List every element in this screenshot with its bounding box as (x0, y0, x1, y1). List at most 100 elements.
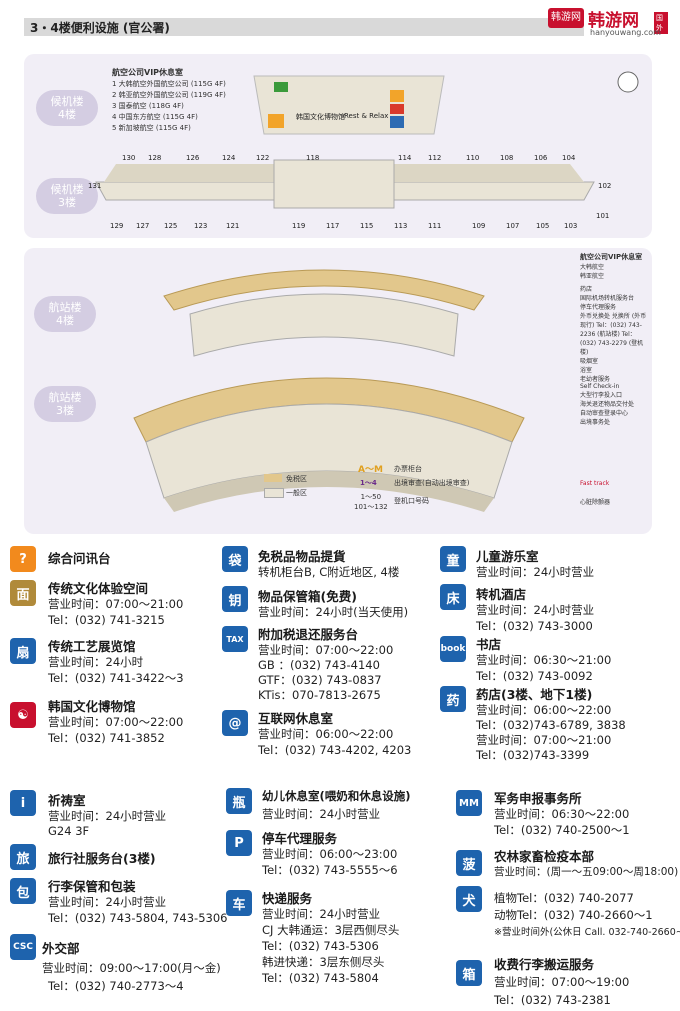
service-title: 物品保管箱(免费) (258, 589, 357, 604)
service-title: 幼儿休息室(喂奶和休息设施) (262, 789, 411, 803)
service-title: 韩国文化博物馆 (48, 699, 136, 714)
terminal-4f-inner (189, 293, 459, 357)
service-detail: Tel：(032) 743-3000 (476, 619, 593, 633)
concourse-map-panel: 候机楼 4楼 候机楼 3楼 航空公司VIP休息室 1 大韩航空外国航空公司 (1… (24, 54, 652, 238)
gate-number: 123 (194, 222, 208, 230)
terminal-legend-item: 药店 (580, 286, 593, 293)
service-detail: 营业时间：24小时营业 (48, 809, 167, 823)
gates-top-row: 130 128 126 124 122 118 114 112 110 108 … (122, 154, 582, 164)
service-detail: Tel：(032) 741-3215 (48, 613, 165, 627)
concourse-vip-item: 1 大韩航空外国航空公司 (115G 4F) (112, 80, 226, 88)
service-detail: 营业时间：24小时营业 (476, 603, 595, 617)
gate-number: 129 (110, 222, 124, 230)
vip-lounge-3 (390, 116, 404, 128)
service-title: 附加税退还服务台 (258, 627, 359, 642)
page-title: 3・4楼便利设施 (官公署) (30, 21, 170, 35)
concourse-floor-plan (95, 71, 639, 209)
vip-lounge-4 (390, 104, 404, 114)
service-detail: 动物Tel：(032) 740-2660～1 (494, 908, 653, 922)
service-detail: Tel：(032) 740-2773～4 (48, 979, 184, 993)
gate-number: 109 (472, 222, 486, 230)
tab-terminal-3f: 航站楼 3楼 (34, 386, 96, 422)
terminal-legend-item: 自动审查登录中心 (580, 410, 629, 417)
terminal-legend-item: 停车代理服务 (580, 304, 617, 311)
service-title: 书店 (476, 637, 502, 652)
service-detail: 营业时间：07:00～19:00 (494, 975, 630, 989)
service-title: 传统工艺展览馆 (48, 639, 136, 654)
baby-bottle-icon: 瓶 (226, 788, 252, 814)
service-title: 行李保管和包装 (48, 879, 136, 894)
service-title: 停车代理服务 (262, 831, 338, 846)
service-detail: Tel：(032) 743-4202, 4203 (258, 743, 412, 757)
general-swatch (264, 488, 284, 498)
service-detail: 营业时间：24小时营业 (476, 565, 595, 579)
service-title: 儿童游乐室 (476, 549, 539, 564)
terminal-legend-item: 大型行李投入口 (580, 392, 623, 399)
service-detail: Tel：(032) 741-3422～3 (48, 671, 184, 685)
gate-number: 125 (164, 222, 178, 230)
service-title: 快递服务 (262, 891, 313, 906)
service-title: 互联网休息室 (258, 711, 334, 726)
service-detail: Tel：(032)743-3399 (476, 748, 590, 762)
terminal-legend-item: 浴室 (580, 367, 593, 374)
service-title: 祈祷室 (48, 793, 86, 808)
service-title: 免税品物品提貨 (258, 549, 346, 564)
service-title: 旅行社服务台(3楼) (48, 851, 156, 866)
key-icon: 钥 (222, 586, 248, 612)
service-title: 农林家畜检疫本部 (494, 849, 595, 864)
terminal-legend-item: 老幼者服务 (580, 376, 611, 383)
service-detail: 营业时间：06:30～21:00 (476, 653, 612, 667)
service-detail: 营业时间：06:00～22:00 (258, 727, 394, 741)
craft-icon: 扇 (10, 638, 36, 664)
tab-concourse-3f: 候机楼 3楼 (36, 178, 98, 214)
duty-free-swatch (264, 474, 282, 482)
service-detail: 营业时间：07:00～22:00 (258, 643, 394, 657)
mask-icon: 面 (10, 580, 36, 606)
gate-number: 130 (122, 154, 136, 162)
porter-cart-icon: 箱 (456, 960, 482, 986)
gate-number: 128 (148, 154, 162, 162)
terminal-vip-item: 韩亚航空 (580, 273, 605, 280)
service-detail: G24 3F (48, 824, 90, 838)
defibrillator-label: 心脏除颤器 (580, 499, 611, 506)
vip-lounge-1 (268, 114, 284, 128)
service-detail: ※营业时间外(公休日 Call. 032-740-2660~1) (494, 927, 680, 938)
service-detail: Tel：(032) 743-5804, 743-5306 (48, 911, 228, 925)
service-title: 转机酒店 (476, 587, 527, 602)
military-mm-icon: MM (456, 790, 482, 816)
service-title: 药店(3楼、地下1楼) (476, 687, 593, 702)
parking-icon: P (226, 830, 252, 856)
service-detail: Tel：(032) 741-3852 (48, 731, 165, 745)
tab-terminal-4f: 航站楼 4楼 (34, 296, 96, 332)
duty-free-bag-icon: 袋 (222, 546, 248, 572)
dog-icon: 犬 (456, 886, 482, 912)
service-title: 传统文化体验空间 (48, 581, 149, 596)
pineapple-icon: 菠 (456, 850, 482, 876)
checkin-desc: 办票柜台 (394, 465, 422, 473)
gate-number: 102 (598, 182, 612, 190)
luggage-wrap-icon: 包 (10, 878, 36, 904)
gate-number: 103 (564, 222, 578, 230)
tab-concourse-4f: 候机楼 4楼 (36, 90, 98, 126)
gate-number: 113 (394, 222, 408, 230)
gate-number: 127 (136, 222, 150, 230)
terminal-legend-item: 国际机场转机服务台 (580, 295, 635, 302)
service-detail: KTis：070-7813-2675 (258, 688, 381, 702)
vip-lounge-2 (390, 90, 404, 102)
gate-number: 121 (226, 222, 240, 230)
gate-number: 117 (326, 222, 340, 230)
gate-number: 118 (306, 154, 320, 162)
service-detail: 营业时间：24小时营业 (48, 895, 167, 909)
service-detail: 营业时间：24小时营业 (262, 907, 381, 921)
service-detail: 营业时间：(周一～五09:00～周18:00) (494, 866, 679, 878)
service-detail: Tel：(032) 743-0092 (476, 669, 593, 683)
terminal-legend-item: 出境事务处 (580, 419, 611, 426)
concourse-vip-item: 2 韩亚航空外国航空公司 (119G 4F) (112, 91, 226, 99)
gate-number: 108 (500, 154, 514, 162)
service-detail: 营业时间：24小时 (48, 655, 144, 669)
terminal-legend-right: 航空公司VIP休息室 大韩航空 韩亚航空 药店 国际机场转机服务台 停车代理服务… (580, 252, 648, 506)
service-detail: 韩进快递：3层东侧尽头 (262, 955, 385, 969)
service-detail: Tel：(032) 743-5306 (262, 939, 379, 953)
service-title: 军务申报事务所 (494, 791, 582, 806)
service-detail: Tel：(032) 743-5555～6 (262, 863, 398, 877)
